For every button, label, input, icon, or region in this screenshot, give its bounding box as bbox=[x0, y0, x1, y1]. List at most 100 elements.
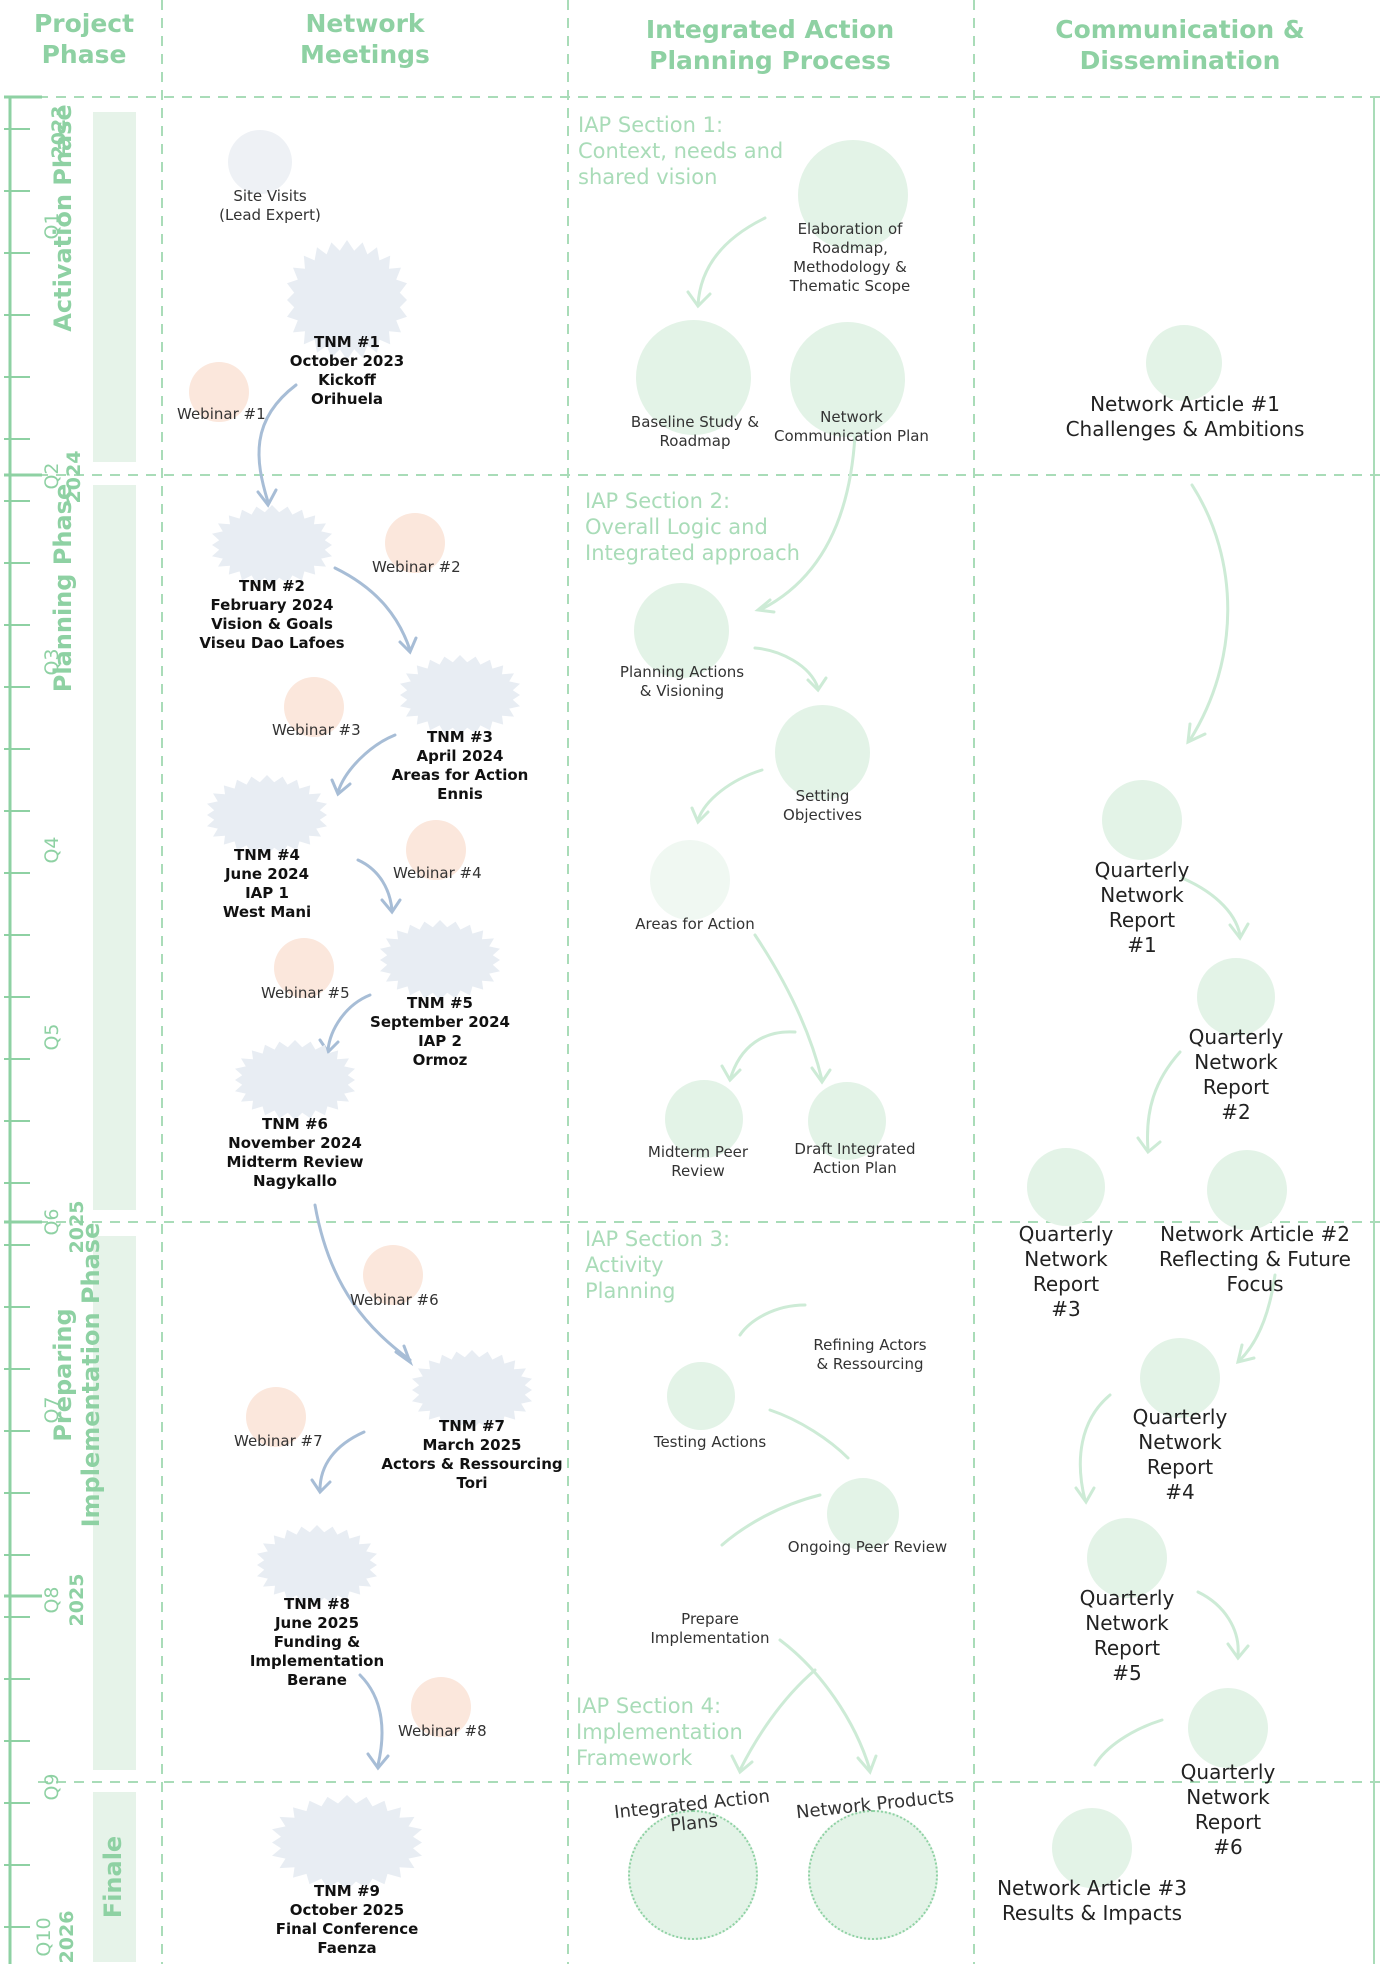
report-icon bbox=[1102, 780, 1182, 860]
comm-report-3: Quarterly Network Report #3 bbox=[1018, 1222, 1114, 1321]
phase-bar-finale bbox=[93, 1792, 136, 1962]
quarter-label: Q2 bbox=[41, 462, 63, 490]
comm-report-5: Quarterly Network Report #5 bbox=[1079, 1586, 1175, 1685]
webinar-icon bbox=[274, 938, 334, 998]
draft-plan-icon bbox=[808, 1082, 886, 1160]
quarter-label: Q1 bbox=[41, 212, 63, 240]
webinar-4-label: Webinar #4 bbox=[393, 864, 482, 882]
tnm-3-badge bbox=[400, 655, 520, 735]
tnm-7-badge bbox=[412, 1350, 532, 1430]
webinar-icon bbox=[406, 820, 466, 880]
iap-section-1: IAP Section 1: Context, needs and shared… bbox=[578, 113, 784, 189]
webinar-icon bbox=[246, 1387, 306, 1447]
tnm-2-badge bbox=[212, 505, 332, 585]
tnm-4-badge bbox=[207, 775, 327, 855]
webinar-icon bbox=[411, 1677, 471, 1737]
tnm-2-label: TNM #2 February 2024 Vision & Goals Vise… bbox=[199, 577, 345, 652]
phase-bar-activation bbox=[93, 112, 136, 462]
report-icon bbox=[1027, 1148, 1105, 1226]
comm-article-2: Network Article #2 Reflecting & Future F… bbox=[1159, 1222, 1351, 1296]
objectives-icon bbox=[775, 705, 870, 800]
step-elaboration: Elaboration of Roadmap, Methodology & Th… bbox=[789, 220, 911, 295]
phase-bar-preparing bbox=[93, 1236, 136, 1770]
webinar-5-label: Webinar #5 bbox=[261, 984, 350, 1002]
step-draft-plan: Draft Integrated Action Plan bbox=[794, 1140, 916, 1177]
tnm-9-label: TNM #9 October 2025 Final Conference Fae… bbox=[275, 1882, 419, 1957]
webinar-icon bbox=[385, 513, 445, 573]
midterm-review-icon bbox=[665, 1080, 743, 1158]
report-icon bbox=[1087, 1518, 1167, 1598]
report-icon bbox=[1140, 1338, 1220, 1418]
tnm-1-badge bbox=[287, 240, 407, 360]
webinar-1-label: Webinar #1 bbox=[177, 405, 266, 423]
iap-section-2: IAP Section 2: Overall Logic and Integra… bbox=[585, 489, 800, 565]
webinar-icon bbox=[189, 362, 249, 422]
step-areas: Areas for Action bbox=[635, 915, 755, 933]
year-label: 2024 bbox=[63, 450, 85, 504]
phase-label-finale: Finale bbox=[99, 1835, 127, 1919]
integrated-action-plans-icon bbox=[628, 1810, 758, 1940]
comm-report-1: Quarterly Network Report #1 bbox=[1094, 858, 1190, 957]
planning-actions-icon bbox=[634, 583, 729, 678]
step-refining: Refining Actors & Ressourcing bbox=[813, 1336, 927, 1373]
comm-report-2: Quarterly Network Report #2 bbox=[1188, 1025, 1284, 1124]
tnm-3-label: TNM #3 April 2024 Areas for Action Ennis bbox=[391, 728, 529, 803]
article-icon bbox=[1052, 1808, 1132, 1888]
step-planning-actions: Planning Actions & Visioning bbox=[619, 663, 745, 700]
year-label: 2026 bbox=[56, 1910, 78, 1964]
tnm-5-label: TNM #5 September 2024 IAP 2 Ormoz bbox=[370, 994, 510, 1069]
year-label: 2025 bbox=[66, 1573, 88, 1627]
iap-section-4: IAP Section 4: Implementation Framework bbox=[576, 1694, 743, 1770]
step-baseline: Baseline Study & Roadmap bbox=[630, 413, 760, 450]
step-objectives: Setting Objectives bbox=[783, 787, 862, 824]
iap-section-3: IAP Section 3: Activity Planning bbox=[585, 1227, 731, 1303]
baseline-icon bbox=[636, 320, 751, 435]
webinar-3-label: Webinar #3 bbox=[272, 721, 361, 739]
step-testing: Testing Actions bbox=[653, 1433, 767, 1451]
webinar-8-label: Webinar #8 bbox=[398, 1722, 487, 1740]
refining-actors-icon bbox=[825, 1260, 915, 1350]
report-icon bbox=[1197, 958, 1275, 1036]
prepare-implementation-icon bbox=[680, 1560, 745, 1625]
tnm-4-label: TNM #4 June 2024 IAP 1 West Mani bbox=[222, 846, 312, 921]
tnm-6-badge bbox=[235, 1040, 355, 1120]
header-project-phase: Project Phase bbox=[33, 9, 135, 69]
webinar-6-label: Webinar #6 bbox=[350, 1291, 439, 1309]
tnm-7-label: TNM #7 March 2025 Actors & Ressourcing T… bbox=[381, 1417, 563, 1492]
webinar-2-label: Webinar #2 bbox=[372, 558, 461, 576]
webinar-icon bbox=[284, 677, 344, 737]
tnm-8-badge bbox=[257, 1525, 377, 1605]
quarter-label: Q6 bbox=[41, 1208, 63, 1236]
site-visits-label: Site Visits (Lead Expert) bbox=[219, 187, 321, 224]
comm-report-6: Quarterly Network Report #6 bbox=[1180, 1760, 1276, 1859]
header-iap-process: Integrated Action Planning Process bbox=[645, 15, 895, 75]
comm-report-4: Quarterly Network Report #4 bbox=[1132, 1405, 1228, 1504]
quarter-label: Q7 bbox=[41, 1396, 63, 1424]
tnm-5-badge bbox=[380, 920, 500, 1000]
webinar-7-label: Webinar #7 bbox=[234, 1432, 323, 1450]
quarter-label: Q8 bbox=[41, 1586, 63, 1614]
quarter-label: Q9 bbox=[41, 1773, 63, 1801]
quarter-label: Q4 bbox=[41, 836, 63, 864]
step-prepare: Prepare Implementation bbox=[650, 1610, 770, 1647]
network-products-icon bbox=[808, 1810, 938, 1940]
step-ongoing-review: Ongoing Peer Review bbox=[787, 1538, 948, 1556]
testing-actions-icon bbox=[667, 1362, 735, 1430]
article-icon bbox=[1207, 1150, 1287, 1230]
tnm-8-label: TNM #8 June 2025 Funding & Implementatio… bbox=[249, 1595, 385, 1689]
tnm-6-label: TNM #6 November 2024 Midterm Review Nagy… bbox=[226, 1115, 364, 1190]
tnm-9-badge bbox=[272, 1795, 422, 1890]
comm-article-1: Network Article #1 Challenges & Ambition… bbox=[1065, 392, 1305, 441]
communication-plan-icon bbox=[790, 322, 905, 437]
header-communication: Communication & Dissemination bbox=[1055, 15, 1305, 75]
comm-article-3: Network Article #3 Results & Impacts bbox=[997, 1876, 1187, 1925]
quarter-label: Q3 bbox=[41, 648, 63, 676]
roadmap-icon bbox=[798, 140, 908, 250]
header-network-meetings: Network Meetings bbox=[300, 9, 430, 69]
areas-icon bbox=[650, 840, 730, 920]
phase-bar-planning bbox=[93, 485, 136, 1210]
step-comm-plan: Network Communication Plan bbox=[774, 408, 929, 445]
year-label: 2023 bbox=[48, 105, 70, 159]
tnm-1-label: TNM #1 October 2023 Kickoff Orihuela bbox=[289, 333, 405, 408]
